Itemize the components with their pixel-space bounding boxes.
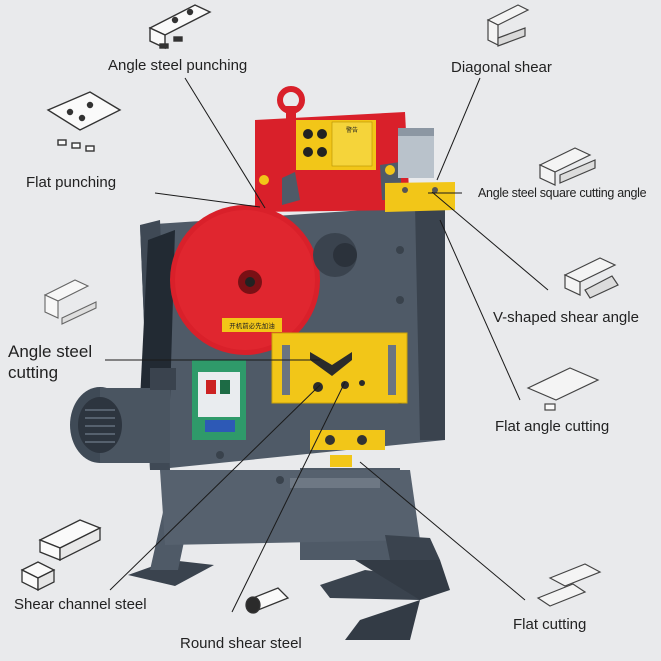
flat-plate-icon: [46, 91, 122, 152]
angle-cutting-clamp: [385, 182, 455, 212]
angle-profile-icon: [148, 4, 212, 50]
cutting-block: [271, 332, 408, 404]
round-bar-icon: [245, 587, 290, 614]
switch-box: [192, 360, 246, 440]
motor: [70, 368, 176, 463]
label-angle-steel-cutting-line2: cutting: [8, 363, 59, 382]
wheel-plate-text: 开机前必先加油: [229, 321, 275, 330]
angle-profile-icon: [43, 279, 97, 325]
machine-base: [128, 468, 450, 640]
leader-lines: [105, 77, 549, 613]
label-angle-steel-cutting-line1: Angle steel: [8, 342, 93, 361]
label-shear-channel-steel: Shear channel steel: [14, 596, 147, 613]
label-angle-steel-punching: Angle steel punching: [108, 57, 248, 74]
round-cutting-block: [310, 430, 385, 467]
label-flat-angle-cutting: Flat angle cutting: [495, 418, 610, 435]
warning-sticker-text: 警告: [346, 126, 358, 134]
label-round-shear-steel: Round shear steel: [180, 635, 302, 652]
label-diagonal-shear: Diagonal shear: [451, 59, 552, 76]
flat-plate-icon: [536, 563, 602, 607]
angle-profile-icon: [486, 4, 530, 47]
angle-profile-icon: [563, 257, 619, 299]
flywheel: 开机前必先加油: [170, 205, 357, 355]
label-v-shaped-shear: V-shaped shear angle: [493, 309, 639, 326]
square-bar-icon: [20, 561, 56, 592]
flat-plate-icon: [526, 367, 600, 411]
channel-icon: [38, 519, 102, 562]
angle-profile-icon: [538, 147, 596, 186]
machine-head: 警告: [255, 86, 434, 212]
label-angle-square-cutting: Angle steel square cutting angle: [478, 186, 647, 200]
label-flat-punching: Flat punching: [26, 174, 117, 191]
label-flat-cutting: Flat cutting: [513, 616, 587, 633]
